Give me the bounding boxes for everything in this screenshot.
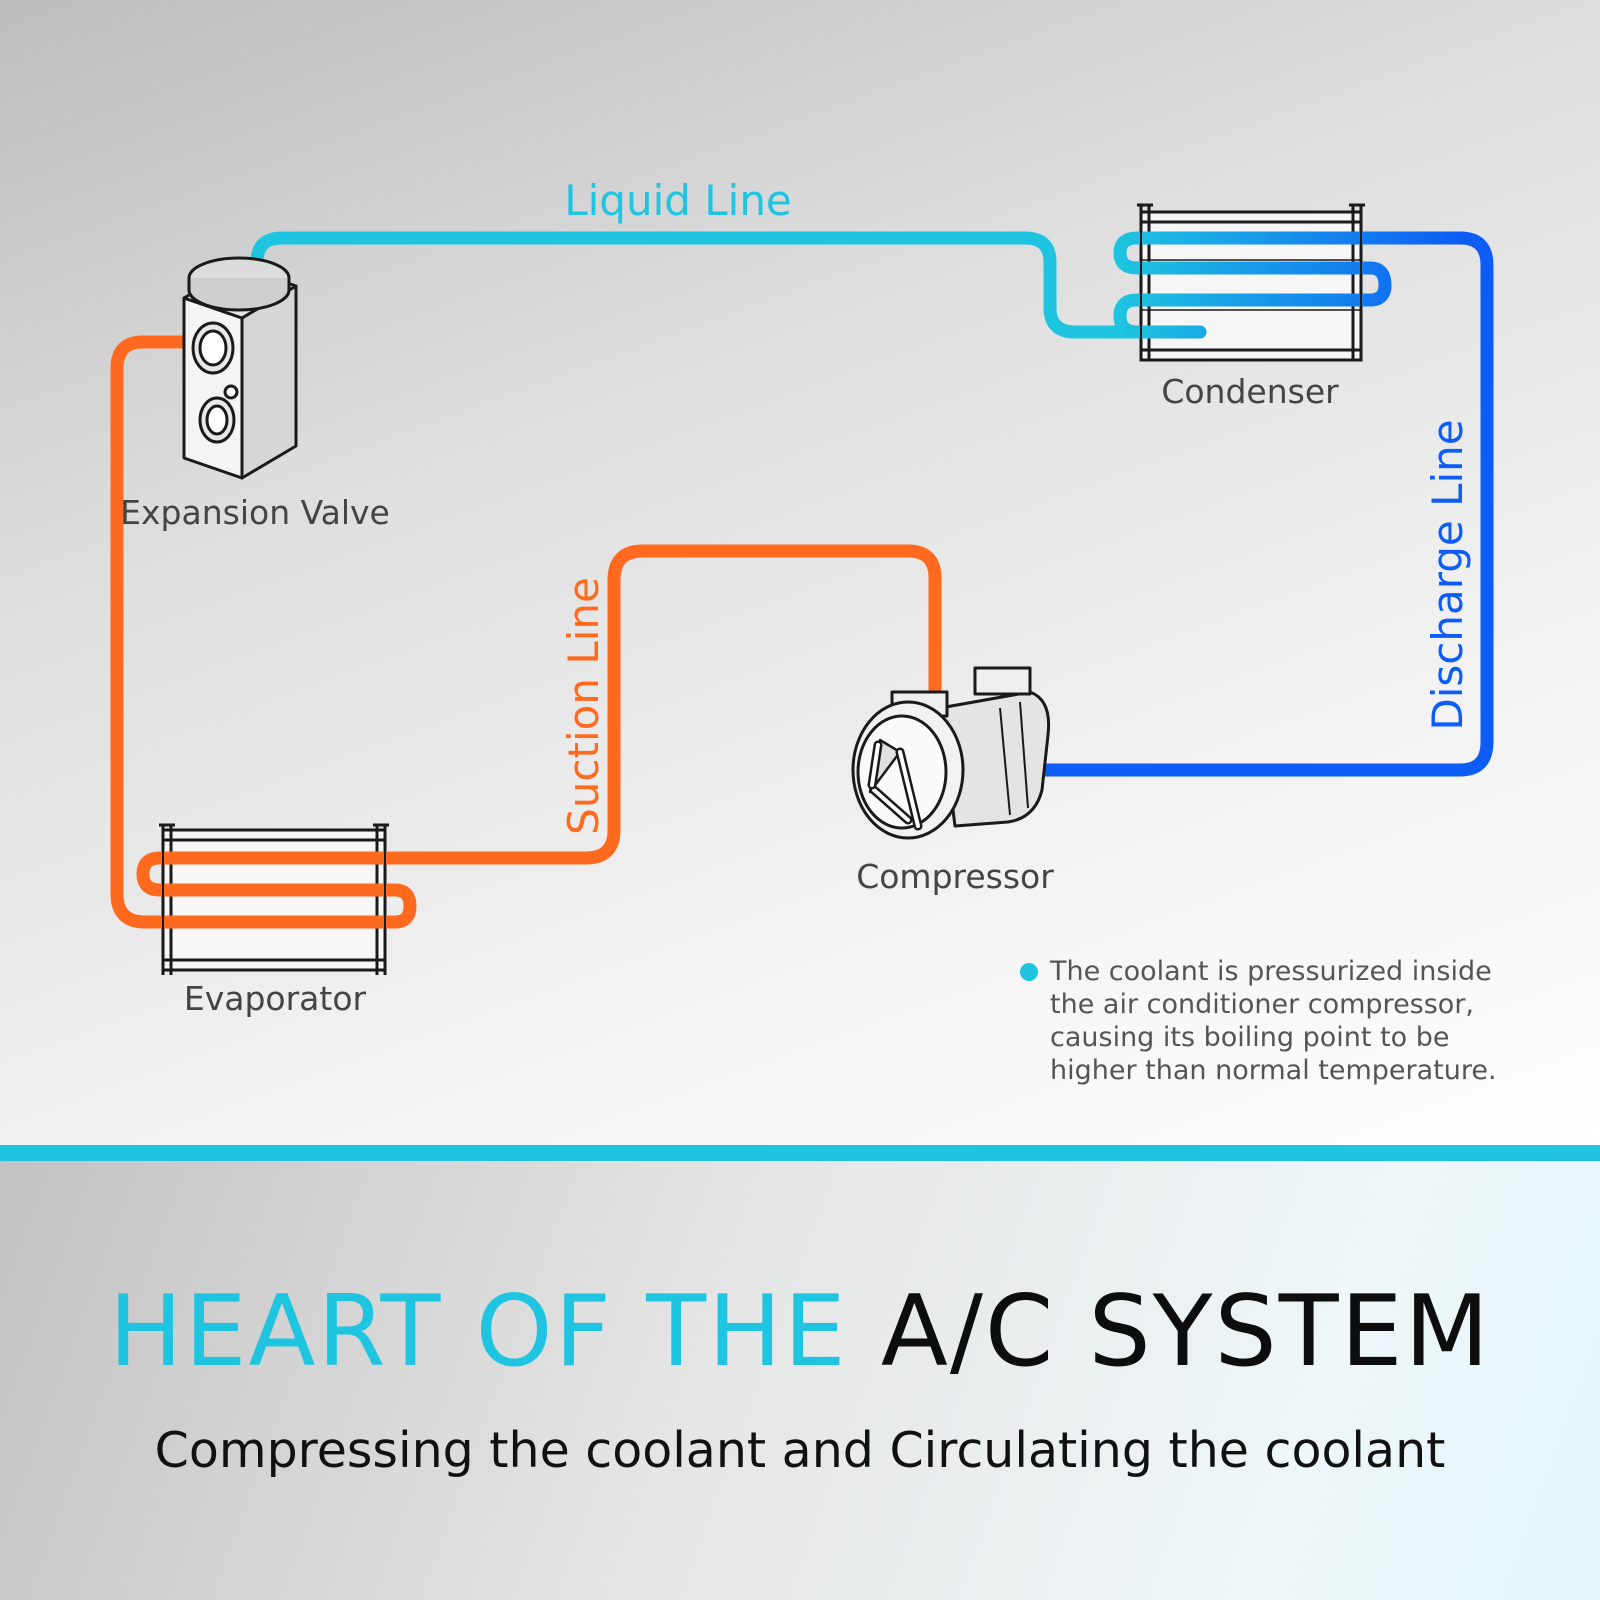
discharge-line-label: Discharge Line — [1423, 419, 1472, 730]
evaporator-icon — [159, 823, 389, 975]
suction-line — [413, 544, 942, 865]
title-background — [0, 1161, 1600, 1600]
ac-cycle-diagram: Liquid Line Discharge Line Suction Line … — [110, 176, 1494, 1018]
discharge-line — [1023, 231, 1494, 777]
condenser-fins-front — [1140, 226, 1362, 348]
note-line: The coolant is pressurized inside — [1050, 956, 1492, 987]
note-line: higher than normal temperature. — [1050, 1055, 1497, 1086]
suction-line-label: Suction Line — [559, 577, 608, 835]
expansion-valve-label: Expansion Valve — [120, 493, 390, 532]
title-main: A/C SYSTEM — [880, 1275, 1492, 1389]
liquid-line — [250, 231, 1207, 339]
bullet-dot-icon — [1020, 963, 1038, 981]
note-line: causing its boiling point to be — [1050, 1022, 1450, 1053]
compressor-label: Compressor — [856, 857, 1054, 896]
page-subtitle: Compressing the coolant and Circulating … — [154, 1422, 1446, 1479]
condenser-label: Condenser — [1161, 372, 1339, 411]
condenser-coil — [1113, 231, 1467, 339]
evaporator-label: Evaporator — [184, 979, 367, 1018]
expansion-valve-icon — [182, 256, 298, 480]
compressor-icon — [851, 666, 1051, 840]
page-title: HEART OF THE A/C SYSTEM — [0, 1275, 1600, 1389]
coolant-note-text: The coolant is pressurized inside the ai… — [1050, 955, 1540, 1087]
evaporator-fins-front — [162, 846, 386, 956]
note-line: the air conditioner compressor, — [1050, 989, 1475, 1020]
coolant-note: The coolant is pressurized inside the ai… — [1020, 955, 1540, 1087]
section-divider — [0, 1145, 1600, 1161]
evaporator-coil — [110, 335, 427, 929]
liquid-line-label: Liquid Line — [564, 176, 792, 225]
title-accent: HEART OF THE — [108, 1275, 881, 1389]
